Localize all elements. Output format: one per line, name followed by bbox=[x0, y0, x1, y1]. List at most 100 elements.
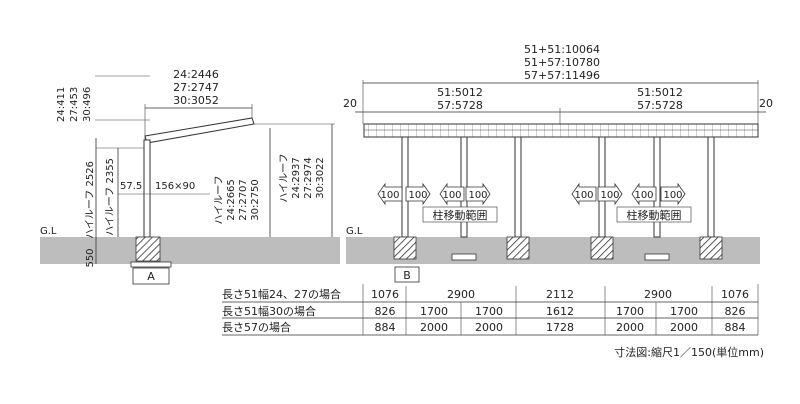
r3-v4: 1728 bbox=[546, 321, 574, 334]
front-foundation-3 bbox=[506, 236, 530, 260]
front-foundations bbox=[393, 236, 723, 261]
section-a-label: A bbox=[147, 270, 155, 283]
movement-range-right-box bbox=[616, 206, 692, 223]
row-label-2: 長さ51幅30の場合 bbox=[222, 304, 316, 318]
movement-arrows: 100 100 100 100 100 100 100 100 bbox=[377, 182, 686, 206]
movement-arrow-label-6: 100 bbox=[600, 190, 619, 201]
left-margin: 20 bbox=[343, 97, 357, 110]
front-roof bbox=[363, 123, 759, 138]
ground-band bbox=[40, 237, 340, 264]
r1-v1: 1076 bbox=[371, 288, 399, 301]
top-heights: 24:411 27:453 30:496 bbox=[56, 75, 150, 122]
front-foundation-6 bbox=[699, 236, 723, 260]
r1-v4: 2900 bbox=[644, 288, 672, 301]
front-foundation-1 bbox=[393, 236, 417, 260]
width-24: 24:2446 bbox=[173, 68, 219, 81]
high-roof-a: ハイルーフ 24:2665 27:2707 30:2750 bbox=[214, 128, 271, 237]
r3-v1: 884 bbox=[375, 321, 396, 334]
front-post-3 bbox=[514, 136, 522, 238]
high-roof-b-30: 30:3022 bbox=[315, 157, 326, 199]
width-dimensions: 24:2446 27:2747 30:3052 bbox=[144, 68, 253, 140]
movement-range-left: 柱移動範囲 bbox=[433, 208, 488, 222]
section-b-label: B bbox=[403, 269, 411, 282]
movement-arrow-label-1: 100 bbox=[380, 190, 399, 201]
r3-v3: 2000 bbox=[475, 321, 503, 334]
high-roof-b-27: 27:2974 bbox=[303, 157, 314, 199]
r1-v3: 2112 bbox=[546, 288, 574, 301]
front-gl-label: G.L bbox=[346, 226, 363, 237]
movement-range-left-box bbox=[422, 206, 498, 223]
r2-v4: 1612 bbox=[546, 305, 574, 318]
left-length-51: 51:5012 bbox=[437, 86, 483, 99]
total-length-57-57: 57+57:11496 bbox=[524, 69, 600, 82]
r3-v6: 2000 bbox=[670, 321, 698, 334]
top-height-24: 24:411 bbox=[56, 87, 67, 122]
movement-arrow-3 bbox=[439, 182, 465, 206]
movement-arrow-label-3: 100 bbox=[442, 190, 461, 201]
high-roof-b: ハイルーフ 24:2937 27:2974 30:3022 bbox=[279, 124, 333, 237]
high-roof-a-27: 27:2707 bbox=[238, 179, 249, 221]
movement-arrow-label-7: 100 bbox=[634, 190, 653, 201]
r2-v2: 1700 bbox=[420, 305, 448, 318]
high-roof-b-24: 24:2937 bbox=[291, 157, 302, 199]
right-length-51: 51:5012 bbox=[637, 86, 683, 99]
r2-v6: 1700 bbox=[670, 305, 698, 318]
movement-arrow-label-5: 100 bbox=[574, 190, 593, 201]
movement-arrow-label-2: 100 bbox=[408, 190, 427, 201]
high-roof-2355: ハイルーフ 2355 bbox=[105, 158, 116, 236]
total-length-51-57: 51+57:10780 bbox=[524, 56, 600, 69]
gl-label: G.L bbox=[40, 226, 57, 237]
movement-arrow-1 bbox=[377, 182, 403, 206]
high-roof-a-24: 24:2665 bbox=[226, 179, 237, 221]
side-view: G.L 24:411 27:453 30:496 24:2446 27:2747… bbox=[40, 68, 340, 285]
high-roof-2526: ハイルーフ 2526 bbox=[85, 161, 96, 239]
row-label-3: 長さ57の場合 bbox=[222, 320, 291, 334]
post-size: 156×90 bbox=[155, 181, 195, 192]
front-view: 51+51:10064 51+57:10780 57+57:11496 51:5… bbox=[343, 43, 773, 283]
side-post bbox=[143, 139, 151, 238]
front-post-6 bbox=[707, 136, 715, 238]
side-roof bbox=[144, 117, 255, 144]
right-margin: 20 bbox=[759, 97, 773, 110]
side-foundation bbox=[135, 236, 161, 262]
section-a-box bbox=[132, 267, 170, 285]
top-height-27: 27:453 bbox=[69, 87, 80, 122]
scale-footnote: 寸法図:縮尺1／150(単位mm) bbox=[614, 345, 764, 359]
movement-arrow-label-8: 100 bbox=[663, 190, 682, 201]
r1-v2: 2900 bbox=[447, 288, 475, 301]
ground-depth: 550 bbox=[85, 248, 96, 267]
dimension-table: 長さ51幅24、27の場合 長さ51幅30の場合 長さ57の場合 1076 29… bbox=[222, 284, 759, 336]
front-foundation-5 bbox=[644, 253, 670, 261]
post-offset: 57.5 bbox=[120, 181, 142, 192]
movement-arrow-4 bbox=[465, 182, 491, 206]
top-height-30: 30:496 bbox=[82, 87, 93, 122]
width-30: 30:3052 bbox=[173, 94, 219, 107]
movement-range-right: 柱移動範囲 bbox=[627, 208, 682, 222]
r3-v7: 884 bbox=[725, 321, 746, 334]
r2-v7: 826 bbox=[725, 305, 746, 318]
movement-arrow-5 bbox=[571, 182, 597, 206]
movement-arrow-2 bbox=[405, 182, 431, 206]
high-roof-a-30: 30:2750 bbox=[250, 179, 261, 221]
movement-arrow-6 bbox=[597, 182, 623, 206]
r2-v1: 826 bbox=[375, 305, 396, 318]
side-base bbox=[130, 261, 172, 268]
r2-v3: 1700 bbox=[475, 305, 503, 318]
total-length-51-51: 51+51:10064 bbox=[524, 43, 600, 56]
r3-v2: 2000 bbox=[420, 321, 448, 334]
width-27: 27:2747 bbox=[173, 81, 219, 94]
right-length-57: 57:5728 bbox=[637, 99, 683, 112]
r2-v5: 1700 bbox=[616, 305, 644, 318]
left-length-57: 57:5728 bbox=[437, 99, 483, 112]
movement-arrow-8 bbox=[660, 182, 686, 206]
high-roof-a-title: ハイルーフ bbox=[214, 175, 225, 224]
section-b-box bbox=[394, 266, 420, 283]
row-label-1: 長さ51幅24、27の場合 bbox=[222, 287, 341, 301]
front-foundation-2 bbox=[451, 253, 477, 261]
high-roof-b-title: ハイルーフ bbox=[279, 153, 290, 202]
r1-v5: 1076 bbox=[721, 288, 749, 301]
movement-arrow-label-4: 100 bbox=[468, 190, 487, 201]
movement-arrow-7 bbox=[631, 182, 657, 206]
